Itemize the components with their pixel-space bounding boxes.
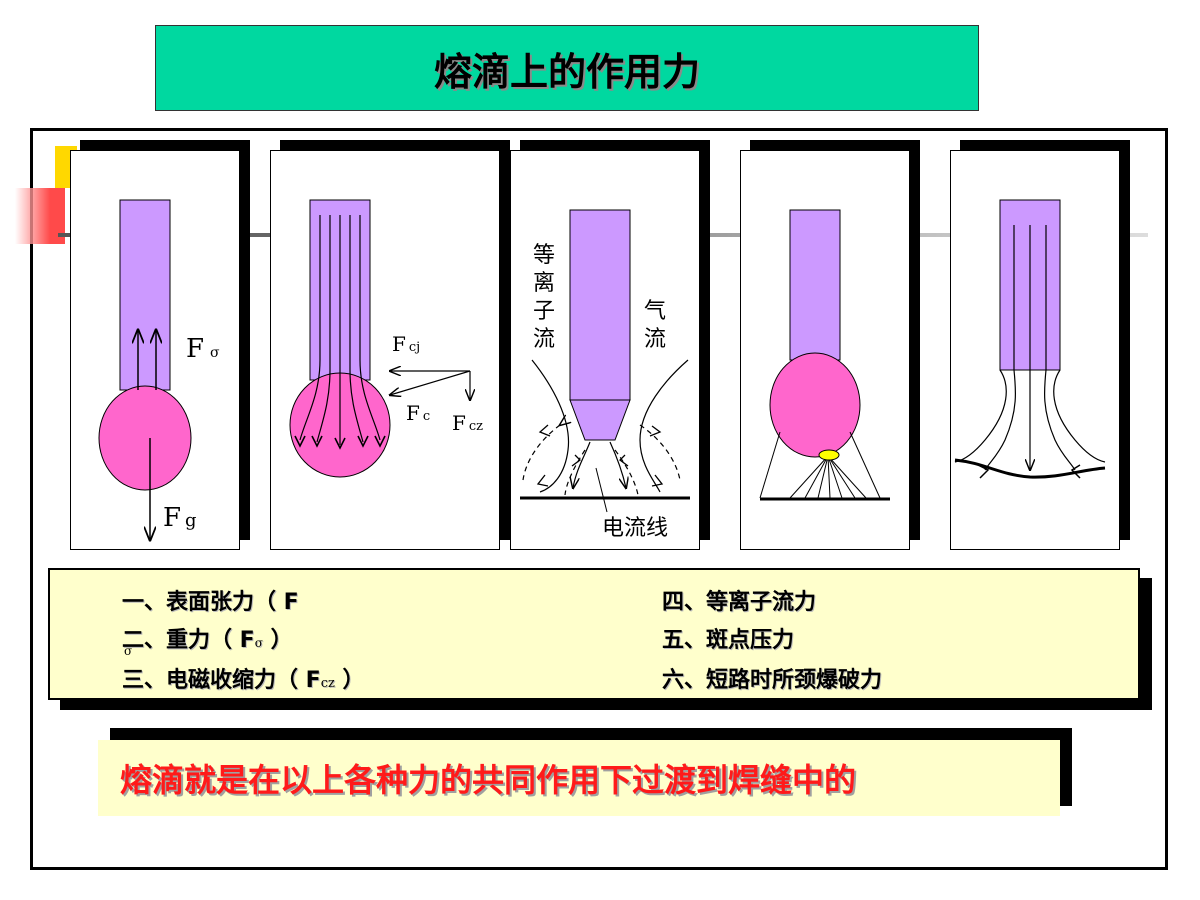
label-plasma-3: 子 [533, 299, 555, 324]
conclusion-text: 熔滴就是在以上各种力的共同作用下过渡到焊缝中的 [120, 761, 857, 799]
label-gas-1: 气 [644, 299, 666, 324]
arc-lines [759, 431, 881, 499]
neck-lines [954, 225, 1106, 470]
droplet [769, 352, 861, 458]
panel-electromagnetic [270, 150, 500, 550]
diagram-spot-pressure [759, 209, 890, 501]
cathode-spot [818, 449, 840, 461]
legend-item-gravity: 二、重力（ Fσ ） [122, 628, 293, 653]
flow-lines [531, 359, 689, 493]
title-box: 熔滴上的作用力 [155, 25, 979, 111]
electrode [119, 199, 171, 391]
legend-item-spot-pressure: 五、斑点压力 [662, 628, 795, 653]
electrode [789, 209, 841, 361]
legend-box: 一、表面张力（ F 二、重力（ Fσ ） σ 三、电磁收缩力（ Fcz ） 四、… [48, 568, 1140, 700]
legend-stray-sigma: σ [124, 644, 133, 658]
label-plasma-2: 离 [533, 271, 555, 296]
label-plasma-4: 流 [533, 327, 555, 352]
content-frame [30, 128, 1168, 870]
leader-current-line [595, 467, 608, 513]
diagram-short-circuit [954, 199, 1106, 479]
droplet [98, 385, 192, 491]
legend-item-surface-tension: 一、表面张力（ F [122, 590, 299, 615]
legend-item-neck-explosion: 六、短路时所颈爆破力 [662, 668, 883, 693]
electrode [569, 209, 631, 401]
conclusion-box: 熔滴就是在以上各种力的共同作用下过渡到焊缝中的 [98, 740, 1060, 816]
slide-title: 熔滴上的作用力 [433, 49, 700, 94]
electrode-tip [569, 399, 631, 441]
dashed-flow [522, 425, 681, 496]
arrow-f-c [390, 370, 471, 395]
label-gas-2: 流 [644, 327, 666, 352]
decor-red-square [15, 188, 65, 244]
legend-item-electromagnetic: 三、电磁收缩力（ Fcz ） [122, 668, 365, 693]
diagram-plasma-flow: 等 离 子 流 气 流 电流线 [520, 209, 690, 541]
short-arrowheads [977, 464, 1081, 479]
current-lines [299, 215, 381, 445]
label-plasma-1: 等 [533, 243, 555, 268]
legend-item-plasma-force: 四、等离子流力 [662, 590, 817, 615]
label-current-line: 电流线 [602, 516, 668, 541]
current-arrowheads [294, 435, 386, 450]
